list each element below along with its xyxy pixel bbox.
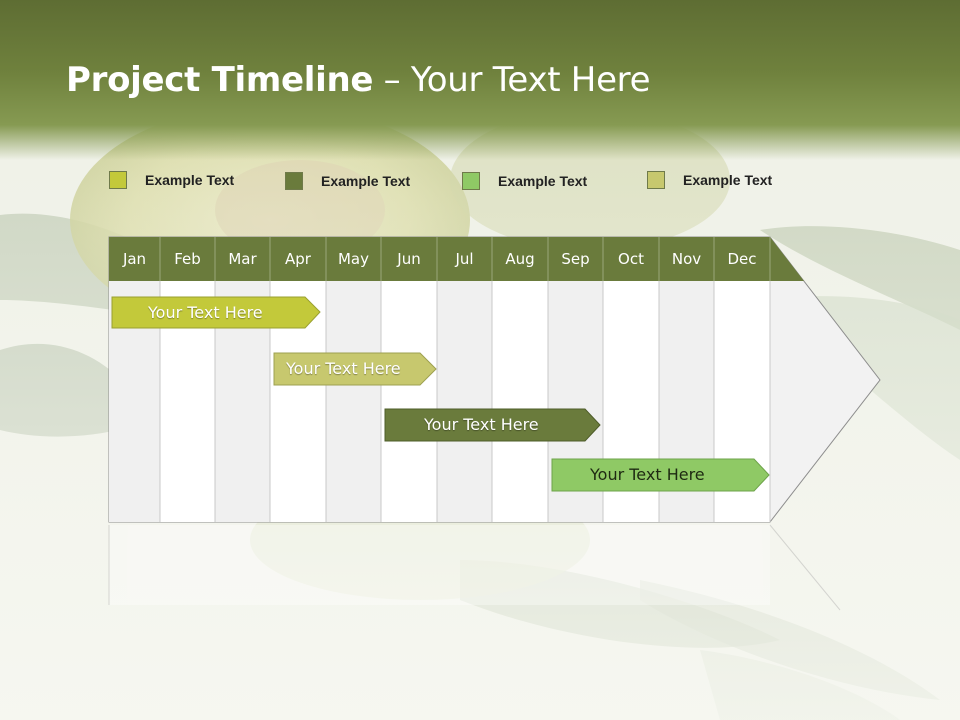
month-label: Jan xyxy=(122,249,147,268)
task-bar-1[interactable] xyxy=(111,296,321,329)
legend-swatch xyxy=(462,172,480,190)
page-title: Project Timeline – Your Text Here xyxy=(66,60,651,100)
legend-label: Example Text xyxy=(321,173,411,189)
legend-swatch xyxy=(647,171,665,189)
legend-item: Example Text xyxy=(462,171,587,191)
timeline-reflection xyxy=(108,524,841,611)
title-rest: – Your Text Here xyxy=(373,60,651,100)
task-label-4[interactable]: Your Text Here xyxy=(590,465,705,484)
month-label: Oct xyxy=(618,249,644,268)
month-label: Mar xyxy=(228,249,257,268)
month-label: Dec xyxy=(727,249,757,268)
month-label: May xyxy=(337,249,369,268)
legend-label: Example Text xyxy=(145,172,235,188)
legend-label: Example Text xyxy=(498,173,588,189)
month-label: Jun xyxy=(397,249,421,268)
month-label: Feb xyxy=(174,249,201,268)
month-label: Nov xyxy=(671,249,702,268)
legend-swatch xyxy=(109,171,127,189)
title-bold: Project Timeline xyxy=(66,60,374,100)
task-label-2[interactable]: Your Text Here xyxy=(286,359,401,378)
header-band xyxy=(0,0,960,160)
legend-item: Example Text xyxy=(109,170,234,190)
legend-label: Example Text xyxy=(683,172,773,188)
month-label: Aug xyxy=(505,249,535,268)
month-label: Jul xyxy=(455,249,474,268)
month-label: Sep xyxy=(561,249,590,268)
legend-item: Example Text xyxy=(285,171,410,191)
legend-item: Example Text xyxy=(647,170,772,190)
task-bar-4[interactable] xyxy=(551,458,770,492)
task-bar-3[interactable] xyxy=(384,408,601,442)
task-label-3[interactable]: Your Text Here xyxy=(424,415,539,434)
task-label-1[interactable]: Your Text Here xyxy=(148,303,263,322)
month-label: Apr xyxy=(285,249,311,268)
task-bar-2[interactable] xyxy=(273,352,437,386)
legend-swatch xyxy=(285,172,303,190)
month-header-bar xyxy=(109,237,804,281)
